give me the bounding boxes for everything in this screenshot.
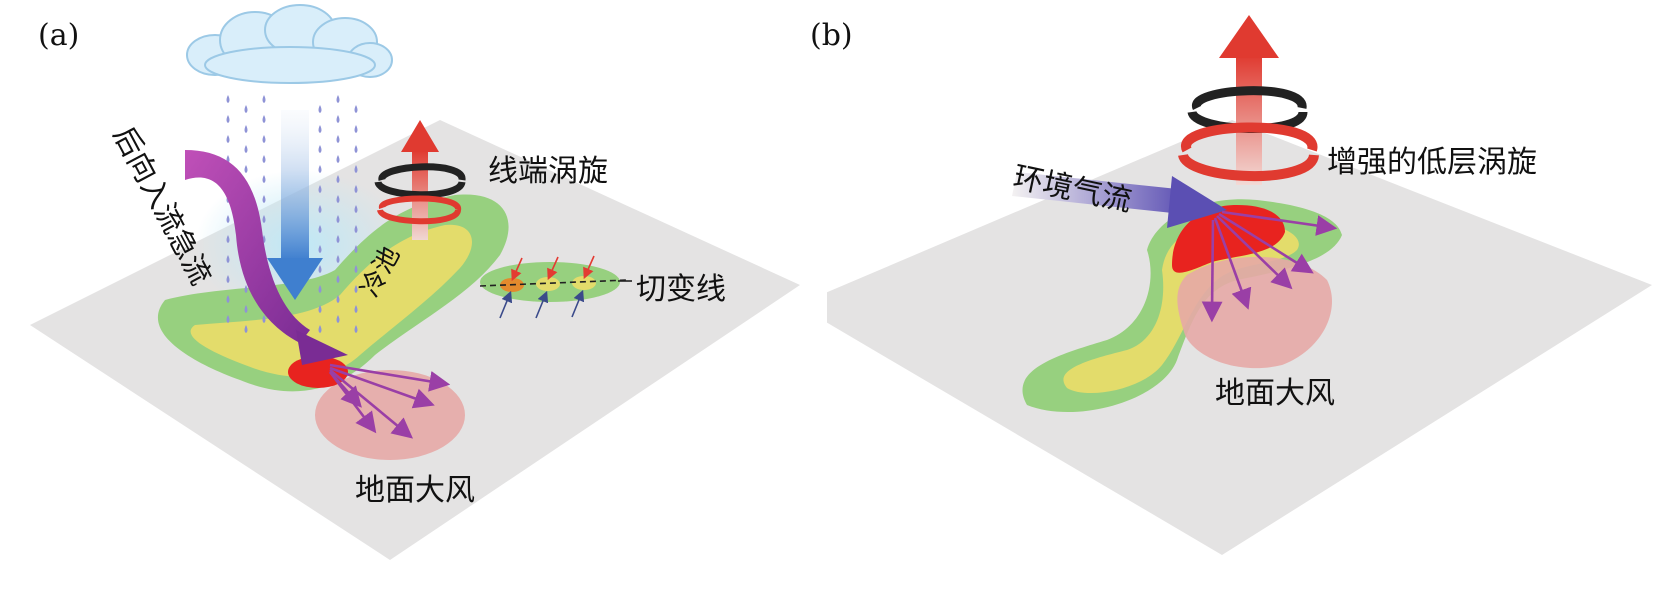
rain-drop bbox=[336, 295, 340, 303]
rear-inflow-jet-arrow bbox=[185, 150, 348, 365]
rain-drop bbox=[354, 245, 358, 253]
rain-drop bbox=[354, 105, 358, 113]
rain-drop bbox=[354, 225, 358, 233]
rain-drop bbox=[354, 325, 358, 333]
rain-drop bbox=[336, 115, 340, 123]
surface-gale-area bbox=[1177, 256, 1332, 369]
rain-drop bbox=[226, 275, 230, 283]
label-shear-line: 切变线 bbox=[636, 272, 726, 307]
downdraft-arrow bbox=[267, 110, 323, 300]
line-end-vortex-icon bbox=[374, 120, 466, 240]
rain-drop bbox=[336, 255, 340, 263]
panel-b-tag: (b) bbox=[810, 18, 853, 53]
rain-drop bbox=[318, 325, 322, 333]
label-enhanced-vortex: 增强的低层涡旋 bbox=[1327, 145, 1537, 180]
rain-drop bbox=[318, 105, 322, 113]
rain-drop bbox=[226, 115, 230, 123]
shear-arrow-red-1 bbox=[511, 257, 523, 282]
rain-drop bbox=[318, 205, 322, 213]
rain-drop bbox=[244, 125, 248, 133]
rain-drop bbox=[244, 285, 248, 293]
rain-drop bbox=[336, 315, 340, 323]
rain-drop bbox=[318, 145, 322, 153]
red-core bbox=[1172, 205, 1285, 273]
panel-b: (b) 增强的低层涡旋 环境气流 地面大风 bbox=[810, 0, 1654, 599]
rain-drop bbox=[244, 145, 248, 153]
rain-drop bbox=[262, 315, 266, 323]
shear-arrow-red-3 bbox=[583, 255, 595, 280]
panel-a-diagram bbox=[30, 4, 800, 560]
rain-drop bbox=[318, 165, 322, 173]
rain-drop bbox=[262, 215, 266, 223]
rain-drop bbox=[244, 305, 248, 313]
rain-drop bbox=[262, 135, 266, 143]
rain-drop bbox=[318, 225, 322, 233]
shear-arrow-navy-3 bbox=[571, 289, 585, 318]
rain-drop bbox=[318, 305, 322, 313]
rain-drop bbox=[354, 165, 358, 173]
rain-drop bbox=[318, 285, 322, 293]
rain-drop bbox=[354, 285, 358, 293]
rain-drop bbox=[226, 215, 230, 223]
gale-arrows bbox=[1201, 210, 1338, 323]
rain-drop bbox=[354, 265, 358, 273]
rain-drop bbox=[336, 195, 340, 203]
rain-drop bbox=[226, 315, 230, 323]
panel-a: (a) 后向入流急流 冷池 线端涡旋 切变线 地面大风 bbox=[30, 4, 800, 560]
label-line-end-vortex: 线端涡旋 bbox=[488, 154, 608, 189]
shear-arrow-navy-1 bbox=[499, 290, 513, 319]
rain-drop bbox=[336, 95, 340, 103]
rain-drop bbox=[336, 275, 340, 283]
gale-arrows bbox=[328, 363, 451, 439]
rain-drop bbox=[226, 235, 230, 243]
rain-drop bbox=[226, 295, 230, 303]
yellow-zone bbox=[190, 224, 472, 377]
rain-drop bbox=[244, 165, 248, 173]
rain-drop bbox=[226, 135, 230, 143]
cloud-icon bbox=[186, 4, 393, 84]
rain-drop bbox=[318, 125, 322, 133]
label-surface-gale-b: 地面大风 bbox=[1215, 376, 1335, 411]
rain-drop bbox=[354, 145, 358, 153]
rain-drop bbox=[336, 235, 340, 243]
rain-drop bbox=[336, 135, 340, 143]
rain-drop bbox=[354, 185, 358, 193]
enhanced-vortex-icon bbox=[1178, 15, 1319, 185]
rain-drop bbox=[336, 215, 340, 223]
rain-drop bbox=[262, 155, 266, 163]
rain-drop bbox=[244, 325, 248, 333]
panel-b-diagram bbox=[827, 15, 1652, 555]
rain-drop bbox=[262, 115, 266, 123]
rain-drop bbox=[354, 125, 358, 133]
label-surface-gale-a: 地面大风 bbox=[355, 473, 475, 508]
rain-drop bbox=[226, 255, 230, 263]
rain-drop bbox=[336, 155, 340, 163]
rain-drop bbox=[244, 105, 248, 113]
rain-drop bbox=[318, 185, 322, 193]
shear-arrow-red-2 bbox=[547, 256, 559, 281]
shear-vortex-2 bbox=[536, 277, 560, 291]
environmental-flow-arrow bbox=[1012, 172, 1227, 228]
shear-arrow-navy-2 bbox=[535, 290, 549, 319]
rain-drop bbox=[336, 175, 340, 183]
rain-drop bbox=[354, 205, 358, 213]
shear-vortex-3 bbox=[572, 276, 596, 290]
panel-a-tag: (a) bbox=[38, 18, 80, 53]
rain-drop bbox=[354, 305, 358, 313]
rain-drop bbox=[318, 265, 322, 273]
rain-drop bbox=[318, 245, 322, 253]
rain-drops bbox=[226, 95, 358, 333]
rain-drop bbox=[262, 95, 266, 103]
rain-drop bbox=[262, 175, 266, 183]
rain-drop bbox=[226, 95, 230, 103]
shear-line bbox=[479, 279, 629, 287]
rain-drop bbox=[262, 195, 266, 203]
